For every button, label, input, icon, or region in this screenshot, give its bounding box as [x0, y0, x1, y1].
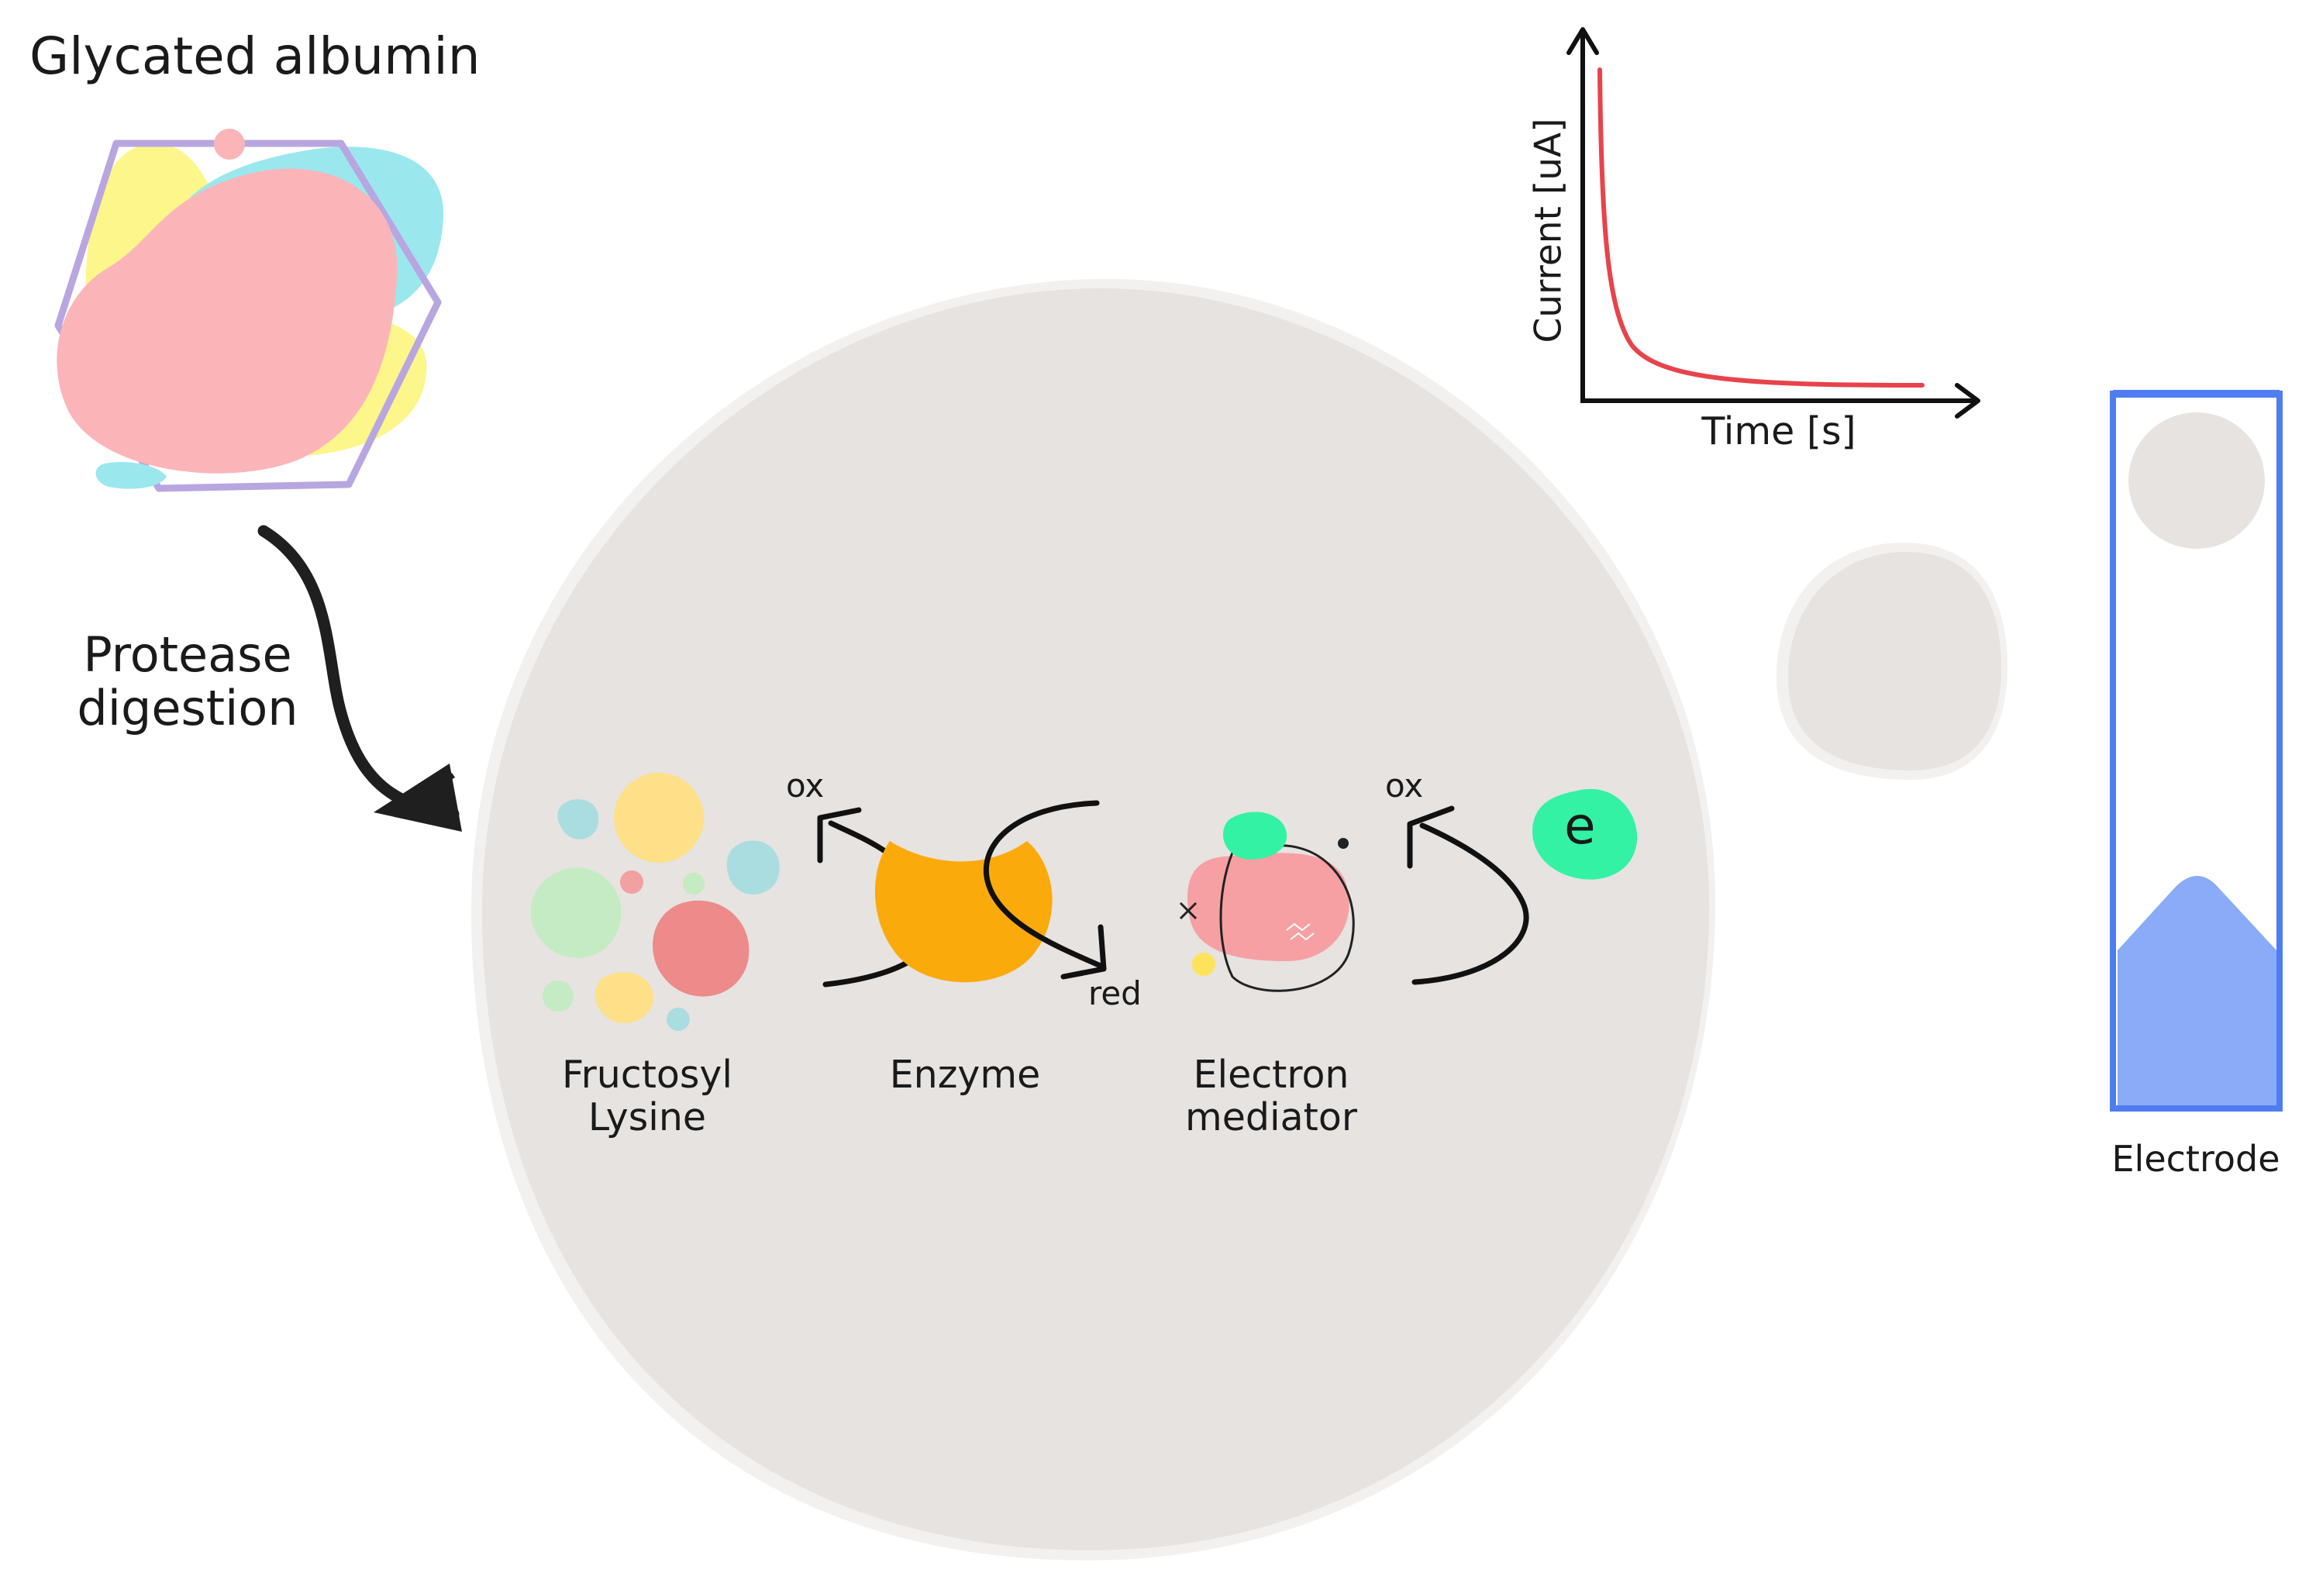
redox-cycle-enzyme	[983, 800, 1107, 980]
ox-label-2: ox	[1385, 767, 1424, 805]
protease-digestion-line-1: Protease	[83, 626, 292, 683]
electron-mediator-icon	[1179, 812, 1355, 992]
digestion-arrow	[257, 525, 462, 832]
electron-symbol: e	[1564, 796, 1596, 856]
electron-mediator-label: Electron mediator	[1163, 1053, 1380, 1139]
current-time-plot	[1566, 27, 1980, 419]
reaction-droplet	[470, 278, 1716, 1561]
fructosyl-line-1: Fructosyl	[561, 1053, 733, 1097]
mediator-line-1: Electron	[1193, 1053, 1349, 1097]
x-axis-arrowhead	[1955, 383, 1980, 419]
fructosyl-lysine-label: Fructosyl Lysine	[535, 1053, 760, 1139]
x-axis-label: Time [s]	[1701, 409, 1856, 453]
small-droplet	[1776, 542, 2007, 781]
y-axis-arrowhead	[1566, 27, 1599, 55]
glycated-albumin-icon	[54, 129, 444, 492]
electron-icon	[1532, 788, 1638, 880]
fructosyl-line-2: Lysine	[588, 1094, 707, 1139]
enzyme-label: Enzyme	[889, 1053, 1041, 1097]
y-axis-label: Current [uA]	[1527, 118, 1570, 343]
enzyme-icon	[874, 841, 1053, 983]
protease-digestion-line-2: digestion	[77, 680, 298, 737]
red-label: red	[1088, 974, 1142, 1012]
redox-cycle-mediator	[1407, 805, 1529, 985]
protease-digestion-label: Protease digestion	[71, 628, 304, 736]
electrode-label: Electrode	[2111, 1138, 2280, 1180]
fructosyl-lysine-icon	[530, 773, 780, 1031]
ox-label-1: ox	[786, 767, 825, 805]
mediator-line-2: mediator	[1185, 1094, 1357, 1139]
title-glycated-albumin: Glycated albumin	[29, 26, 481, 86]
electrode-icon	[2110, 390, 2283, 1112]
decay-curve	[1597, 67, 1925, 388]
